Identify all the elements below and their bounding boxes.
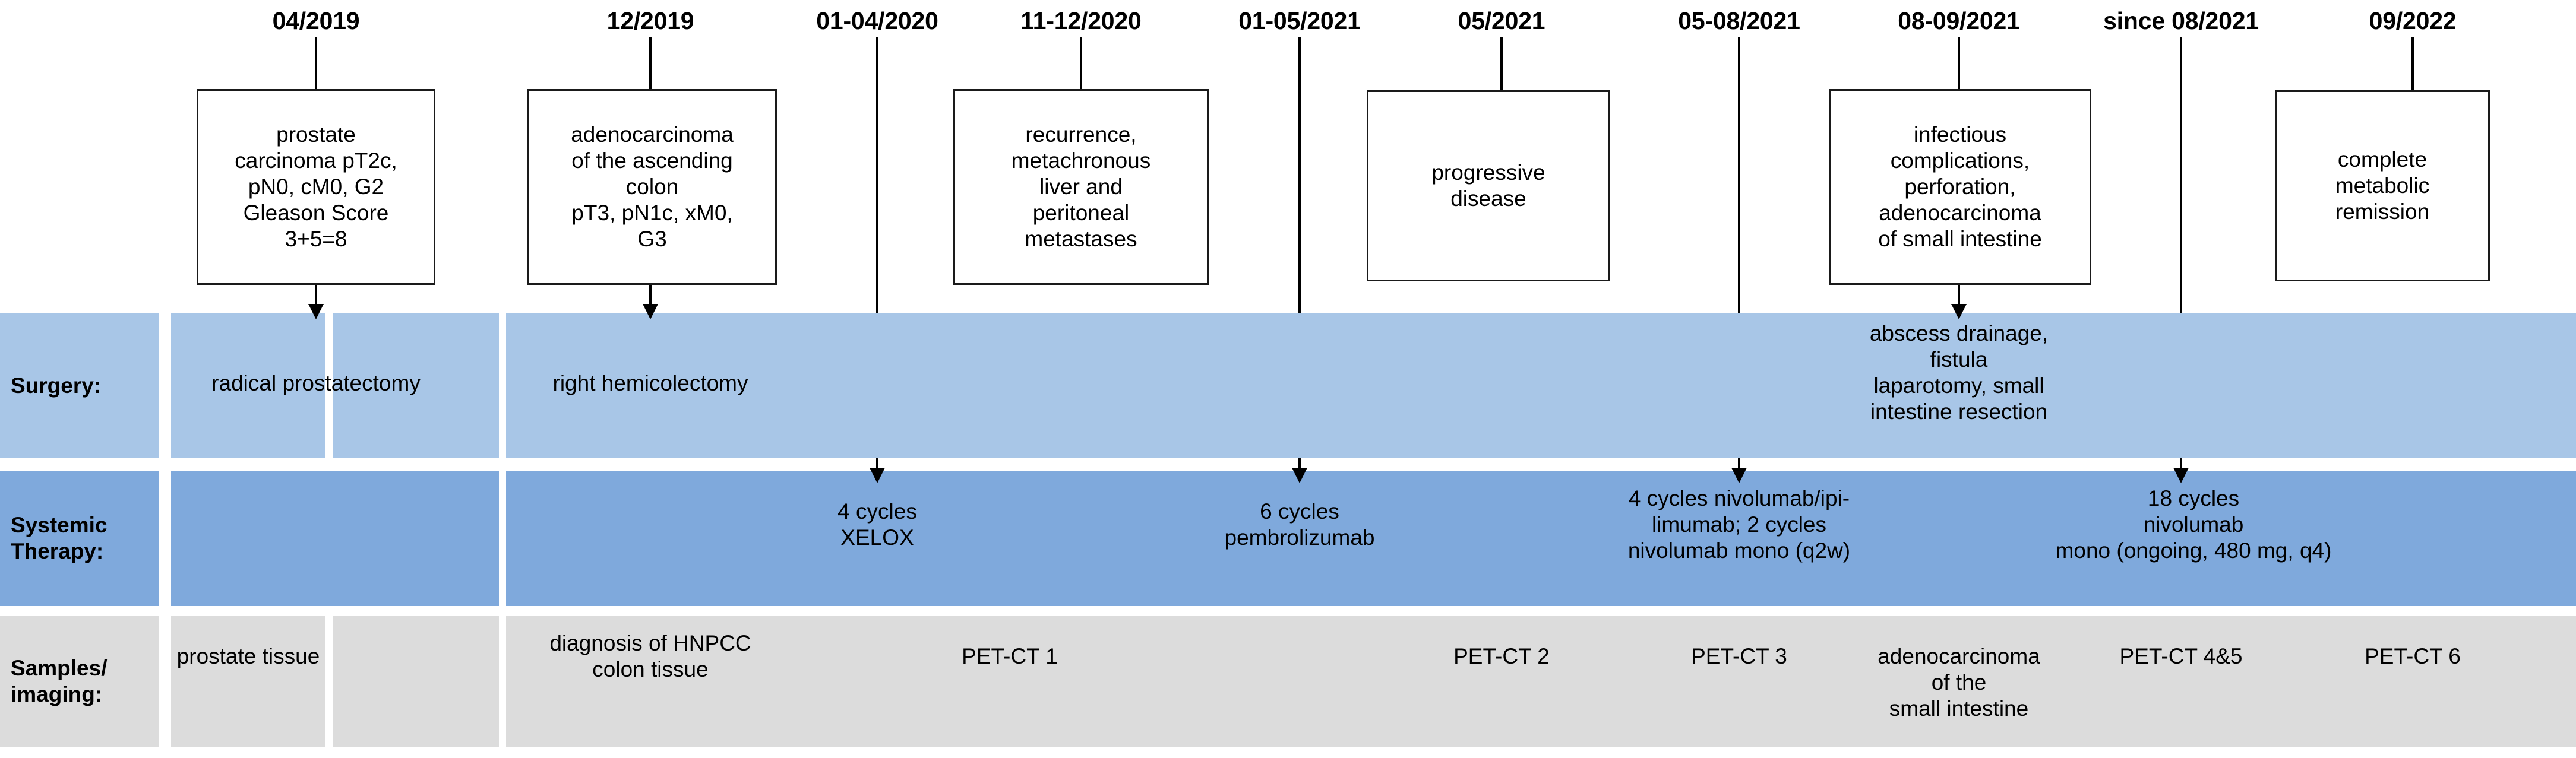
arrow-head-1 bbox=[643, 304, 658, 319]
connector-line-12 bbox=[1958, 285, 1960, 309]
row-band-surgery-2 bbox=[506, 313, 2576, 458]
date-label-6: 05-08/2021 bbox=[1678, 7, 1800, 34]
connector-line-11 bbox=[649, 285, 652, 309]
row-band-systemic-0 bbox=[171, 471, 499, 606]
connector-line-10 bbox=[315, 285, 317, 309]
date-label-7: 08-09/2021 bbox=[1898, 7, 2020, 34]
date-label-5: 05/2021 bbox=[1458, 7, 1545, 34]
date-label-8: since 08/2021 bbox=[2103, 7, 2259, 34]
date-label-4: 01-05/2021 bbox=[1238, 7, 1361, 34]
arrow-head-0 bbox=[308, 304, 324, 319]
event-box-2: recurrence, metachronous liver and perit… bbox=[953, 89, 1209, 285]
event-box-1: adenocarcinoma of the ascending colon pT… bbox=[527, 89, 777, 285]
arrow-head-4 bbox=[1292, 468, 1307, 483]
date-label-0: 04/2019 bbox=[272, 7, 360, 34]
arrow-head-3 bbox=[870, 468, 885, 483]
date-label-9: 09/2022 bbox=[2369, 7, 2457, 34]
connector-line-9 bbox=[2411, 37, 2414, 90]
connector-line-3 bbox=[1080, 37, 1082, 90]
connector-line-5 bbox=[1500, 37, 1503, 90]
event-box-0: prostate carcinoma pT2c, pN0, cM0, G2 Gl… bbox=[197, 89, 435, 285]
connector-line-4 bbox=[1298, 37, 1301, 475]
connector-line-8 bbox=[2180, 37, 2182, 475]
row-band-samples-0 bbox=[171, 616, 325, 747]
row-band-surgery-1 bbox=[333, 313, 499, 458]
connector-line-1 bbox=[649, 37, 652, 90]
row-label-surgery: Surgery: bbox=[0, 313, 159, 458]
event-box-5: complete metabolic remission bbox=[2275, 90, 2490, 281]
event-box-4: infectious complications, perforation, a… bbox=[1829, 89, 2091, 285]
connector-line-2 bbox=[876, 37, 878, 475]
arrow-head-5 bbox=[1731, 468, 1747, 483]
event-box-3: progressive disease bbox=[1367, 90, 1610, 281]
row-label-systemic: Systemic Therapy: bbox=[0, 471, 159, 606]
date-label-3: 11-12/2020 bbox=[1020, 7, 1142, 34]
row-band-samples-1 bbox=[333, 616, 499, 747]
connector-line-0 bbox=[315, 37, 317, 90]
row-label-samples: Samples/ imaging: bbox=[0, 616, 159, 747]
connector-line-7 bbox=[1958, 37, 1960, 90]
date-label-2: 01-04/2020 bbox=[816, 7, 938, 34]
row-band-surgery-0 bbox=[171, 313, 325, 458]
arrow-head-2 bbox=[1951, 304, 1967, 319]
row-band-systemic-1 bbox=[506, 471, 2576, 606]
connector-line-6 bbox=[1738, 37, 1740, 475]
arrow-head-6 bbox=[2173, 468, 2189, 483]
row-band-samples-2 bbox=[506, 616, 2576, 747]
date-label-1: 12/2019 bbox=[606, 7, 694, 34]
